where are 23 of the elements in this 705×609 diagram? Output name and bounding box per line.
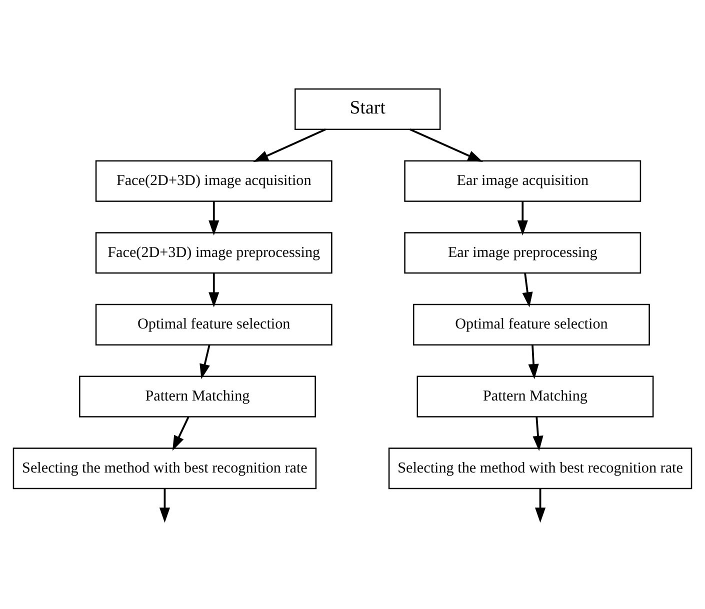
node-box: Face(2D+3D) image acquisition xyxy=(95,160,332,202)
node-box: Selecting the method with best recognition rate xyxy=(12,447,317,489)
arrow xyxy=(172,416,190,450)
arrow xyxy=(528,344,539,379)
arrow xyxy=(253,128,326,162)
arrow xyxy=(517,200,528,236)
arrow xyxy=(208,200,220,236)
arrow xyxy=(534,488,546,522)
arrow xyxy=(208,272,220,307)
node-box: Selecting the method with best recognition rate xyxy=(388,447,692,489)
node-box: Ear image preprocessing xyxy=(404,232,642,274)
arrow xyxy=(200,344,210,379)
arrow xyxy=(410,128,483,162)
node-box: Optimal feature selection xyxy=(95,303,332,345)
node-box: Face(2D+3D) image preprocessing xyxy=(95,232,332,274)
arrow xyxy=(522,272,533,307)
node-box: Pattern Matching xyxy=(79,375,316,417)
node-box: Pattern Matching xyxy=(416,375,654,417)
arrow xyxy=(159,488,170,522)
node-box: Optimal feature selection xyxy=(413,303,650,345)
arrow xyxy=(532,416,544,451)
node-box: Start xyxy=(294,88,441,130)
node-box: Ear image acquisition xyxy=(404,160,642,202)
